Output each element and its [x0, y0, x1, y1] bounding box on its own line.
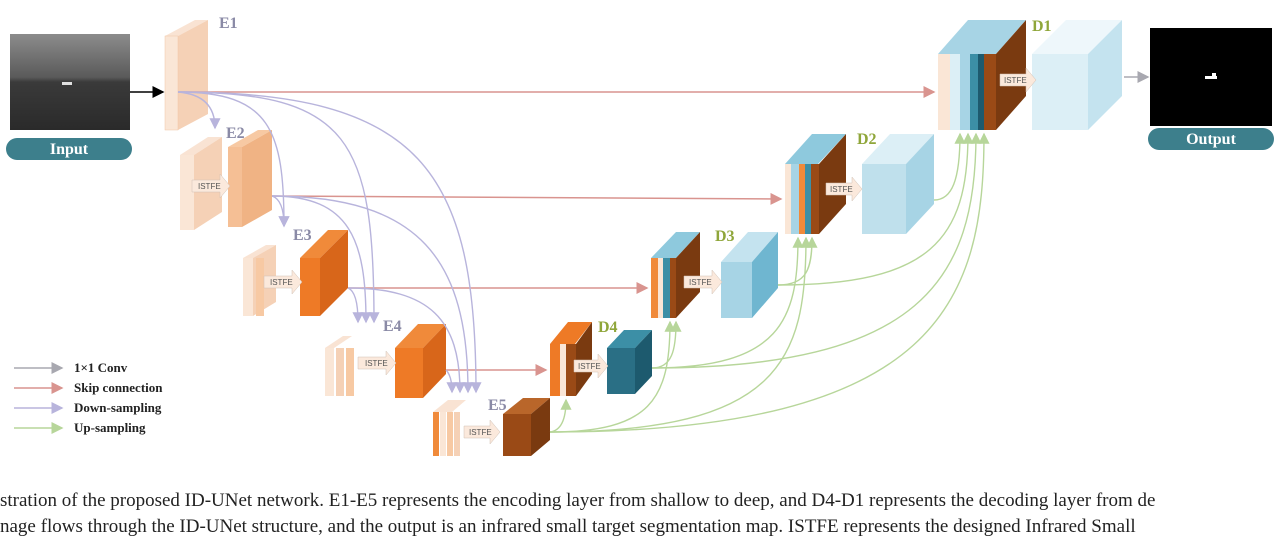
legend-label-skip: Skip connection [74, 380, 163, 395]
id-unet-diagram: Input E1 E2 ISTFE E3 ISTFE [6, 15, 1274, 456]
e2-label: E2 [226, 125, 245, 142]
up-d3-d2 [777, 236, 818, 286]
legend-item-down: Down-sampling [14, 400, 162, 415]
d3-istfe-arrow: ISTFE [683, 269, 723, 295]
d4-block [550, 322, 652, 396]
d3-istfe-label: ISTFE [689, 278, 712, 287]
up-e5-d4 [549, 398, 572, 433]
e2-istfe-label: ISTFE [198, 182, 221, 191]
input-label: Input [50, 141, 89, 158]
down-e3-e4 [347, 287, 364, 324]
down-sampling [177, 91, 482, 394]
e5-istfe-label: ISTFE [469, 428, 492, 437]
down-e4-e5 [445, 369, 458, 394]
e3-istfe-arrow: ISTFE [263, 269, 303, 295]
caption-line-2: nage flows through the ID-UNet structure… [0, 516, 1136, 537]
e4-istfe-arrow: ISTFE [357, 350, 397, 376]
up-d4-d2 [651, 236, 804, 369]
input-image [10, 34, 130, 130]
e2-block [180, 130, 272, 230]
figure-caption: stration of the proposed ID-UNet network… [0, 488, 1280, 540]
legend-label-down: Down-sampling [74, 400, 162, 415]
up-d4-d1 [651, 132, 982, 369]
up-d3-d1 [777, 132, 974, 286]
d3-label: D3 [715, 228, 735, 245]
skip-e2-d2 [271, 192, 783, 205]
down-e2-e3 [271, 195, 290, 228]
d3-block [651, 232, 778, 318]
e2-istfe-arrow: ISTFE [191, 173, 231, 199]
e5-block [433, 398, 550, 456]
down-e3-e5 [347, 287, 466, 394]
d4-istfe-arrow: ISTFE [573, 353, 609, 379]
skip-connections [178, 86, 936, 376]
d4-istfe-label: ISTFE [578, 362, 601, 371]
e3-block [243, 230, 348, 316]
e1-label: E1 [219, 15, 238, 32]
d1-label: D1 [1032, 18, 1052, 35]
legend-item-conv: 1×1 Conv [14, 360, 128, 375]
legend-item-skip: Skip connection [14, 380, 163, 395]
e1-block [164, 20, 208, 131]
d2-label: D2 [857, 131, 877, 148]
d1-block [938, 20, 1122, 130]
legend-item-up: Up-sampling [14, 420, 146, 435]
up-sampling [549, 132, 990, 433]
legend-label-conv: 1×1 Conv [74, 360, 128, 375]
down-e2-e5 [271, 195, 474, 394]
legend: 1×1 Conv Skip connection Down-sampling U… [14, 360, 163, 435]
input-pill: Input [6, 138, 132, 160]
e5-istfe-arrow: ISTFE [463, 419, 501, 445]
up-e5-d1 [549, 132, 990, 433]
e4-block [325, 324, 446, 398]
e5-label: E5 [488, 397, 507, 414]
up-d4-d3 [651, 320, 682, 369]
e4-label: E4 [383, 318, 402, 335]
down-e2-e4 [271, 195, 372, 324]
up-d2-d1 [933, 132, 966, 201]
e3-label: E3 [293, 227, 312, 244]
down-e1-e3 [177, 91, 290, 228]
caption-line-1: stration of the proposed ID-UNet network… [0, 490, 1156, 511]
d2-block [785, 134, 934, 234]
output-label: Output [1186, 131, 1236, 148]
d2-istfe-label: ISTFE [830, 185, 853, 194]
d2-istfe-arrow: ISTFE [825, 176, 863, 202]
down-e1-e5 [177, 91, 482, 394]
output-pill: Output [1148, 128, 1274, 150]
d1-istfe-arrow: ISTFE [999, 67, 1037, 93]
legend-label-up: Up-sampling [74, 420, 146, 435]
e4-istfe-label: ISTFE [365, 359, 388, 368]
e3-istfe-label: ISTFE [270, 278, 293, 287]
down-e1-e2 [177, 91, 221, 130]
up-e5-d3 [549, 320, 676, 433]
d4-label: D4 [598, 319, 618, 336]
output-image [1150, 28, 1272, 126]
d1-istfe-label: ISTFE [1004, 76, 1027, 85]
down-e1-e4 [177, 91, 380, 324]
